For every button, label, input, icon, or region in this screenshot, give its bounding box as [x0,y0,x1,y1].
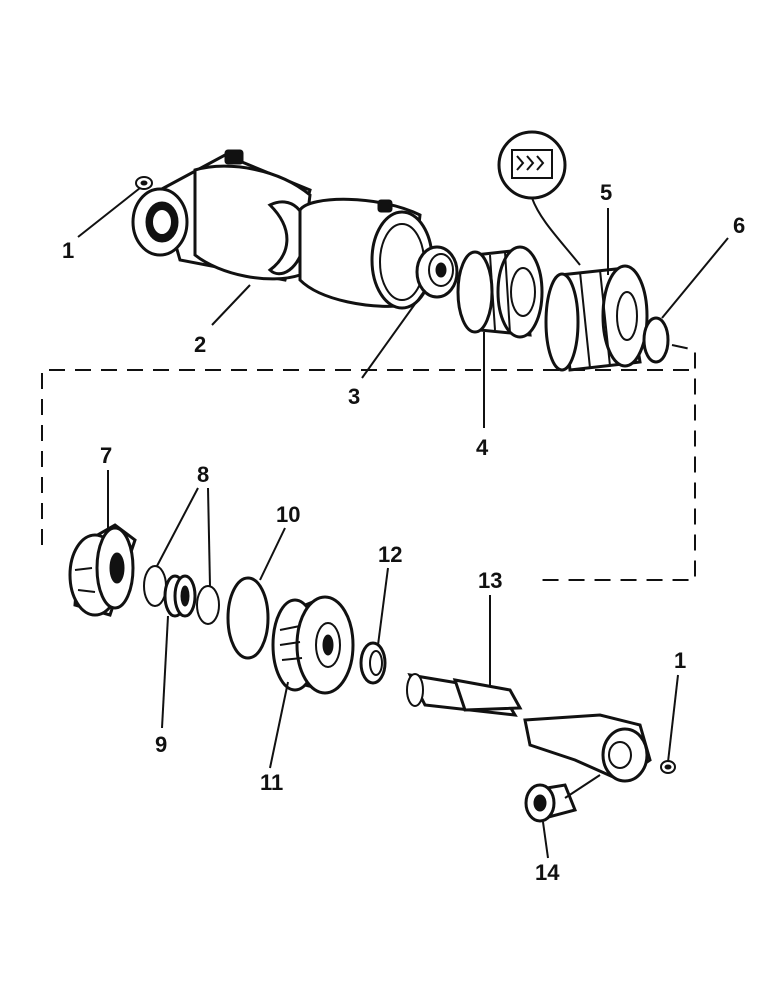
part-4-piston [456,245,544,339]
callout-3: 3 [348,384,360,409]
seal-kit-symbol [497,130,581,266]
part-11-gland [271,595,355,695]
part-13-piston-rod [406,673,652,783]
leader-lines [77,187,729,859]
callout-1-top: 1 [62,238,74,263]
callout-10: 10 [276,502,300,527]
part-10-large-o-ring [226,576,270,660]
callout-4: 4 [476,435,489,460]
callout-7: 7 [100,443,112,468]
part-3-nut [415,245,459,299]
part-9-wiper [163,574,197,618]
part-14-bushing [524,783,578,823]
part-12-seal [359,641,387,685]
part-6-o-ring [642,316,670,364]
part-8-rings [143,565,220,625]
callout-9: 9 [155,732,167,757]
callout-2: 2 [194,332,206,357]
callout-14: 14 [535,860,560,885]
callout-12: 12 [378,542,402,567]
part-1-grease-fitting-bottom [660,760,676,774]
callout-5: 5 [600,180,612,205]
part-5-packing-seal [544,264,649,372]
assembly-dashed-path [41,344,696,581]
chevron-stack-icon [516,155,545,171]
callout-11: 11 [260,770,283,795]
callout-8: 8 [197,462,209,487]
callout-6: 6 [733,213,745,238]
part-1-grease-fitting-top [135,176,153,190]
part-2-cylinder-barrel [131,149,434,310]
callout-1-bottom: 1 [674,648,686,673]
callout-13: 13 [478,568,502,593]
part-7-gland-nut [68,523,137,617]
